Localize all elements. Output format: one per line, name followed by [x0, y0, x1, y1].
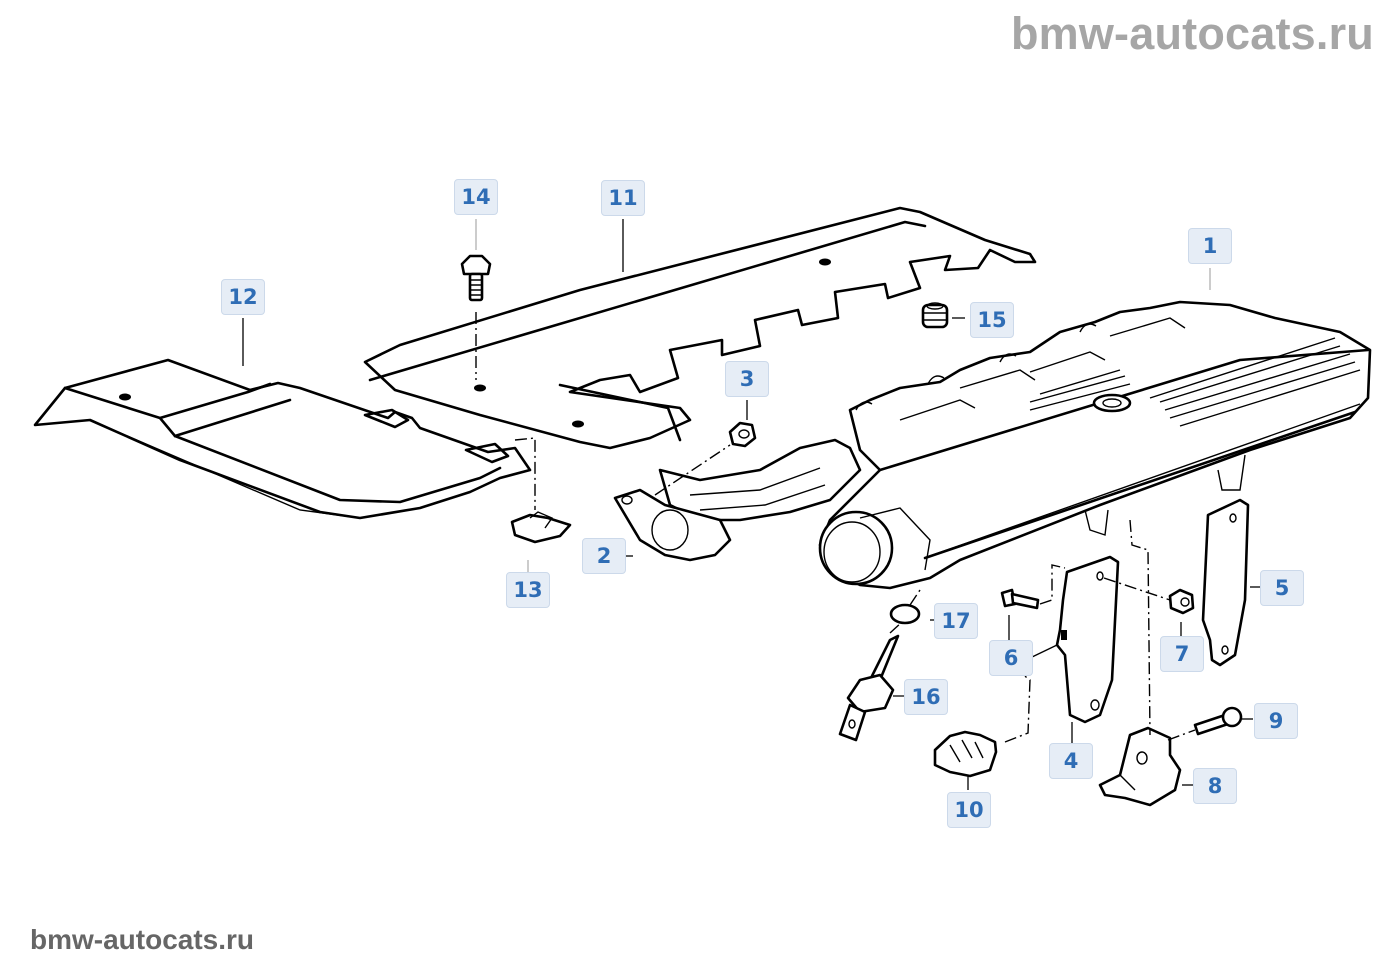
part-14-screw-drawing: [460, 254, 492, 302]
callout-5[interactable]: 5: [1260, 570, 1304, 606]
callout-10[interactable]: 10: [947, 792, 991, 828]
part-1-intake-manifold-drawing: [658, 300, 1372, 590]
part-9-bolt-drawing: [1193, 706, 1243, 736]
callout-8[interactable]: 8: [1193, 768, 1237, 804]
callout-9[interactable]: 9: [1254, 703, 1298, 739]
part-4-bracket-drawing: [1055, 555, 1120, 724]
part-10-clip-drawing: [933, 730, 998, 778]
callout-17[interactable]: 17: [934, 603, 978, 639]
part-5-bracket-drawing: [1201, 498, 1250, 667]
callout-4[interactable]: 4: [1049, 743, 1093, 779]
part-17-sealing-ring-drawing: [889, 603, 921, 625]
callout-12[interactable]: 12: [221, 279, 265, 315]
part-7-nut-drawing: [1168, 588, 1195, 615]
callout-11[interactable]: 11: [601, 180, 645, 216]
callout-3[interactable]: 3: [725, 361, 769, 397]
watermark-top: bmw-autocats.ru: [1010, 8, 1374, 59]
part-15-grommet-drawing: [921, 302, 949, 329]
part-12-cover-drawing: [33, 358, 532, 520]
callout-14[interactable]: 14: [454, 179, 498, 215]
part-8-holder-drawing: [1098, 726, 1182, 807]
callout-6[interactable]: 6: [989, 640, 1033, 676]
callout-1[interactable]: 1: [1188, 228, 1232, 264]
part-13-clip-nut-drawing: [510, 511, 572, 544]
callout-7[interactable]: 7: [1160, 636, 1204, 672]
callout-2[interactable]: 2: [582, 538, 626, 574]
part-2-gasket-drawing: [613, 488, 732, 562]
callout-15[interactable]: 15: [970, 302, 1014, 338]
callout-16[interactable]: 16: [904, 679, 948, 715]
part-11-cover-drawing: [363, 206, 1037, 450]
watermark-bottom: bmw-autocats.ru: [30, 924, 255, 955]
callout-13[interactable]: 13: [506, 572, 550, 608]
part-3-nut-drawing: [728, 421, 757, 448]
part-16-sensor-drawing: [838, 634, 900, 742]
part-6-bolt-drawing: [1000, 588, 1040, 610]
